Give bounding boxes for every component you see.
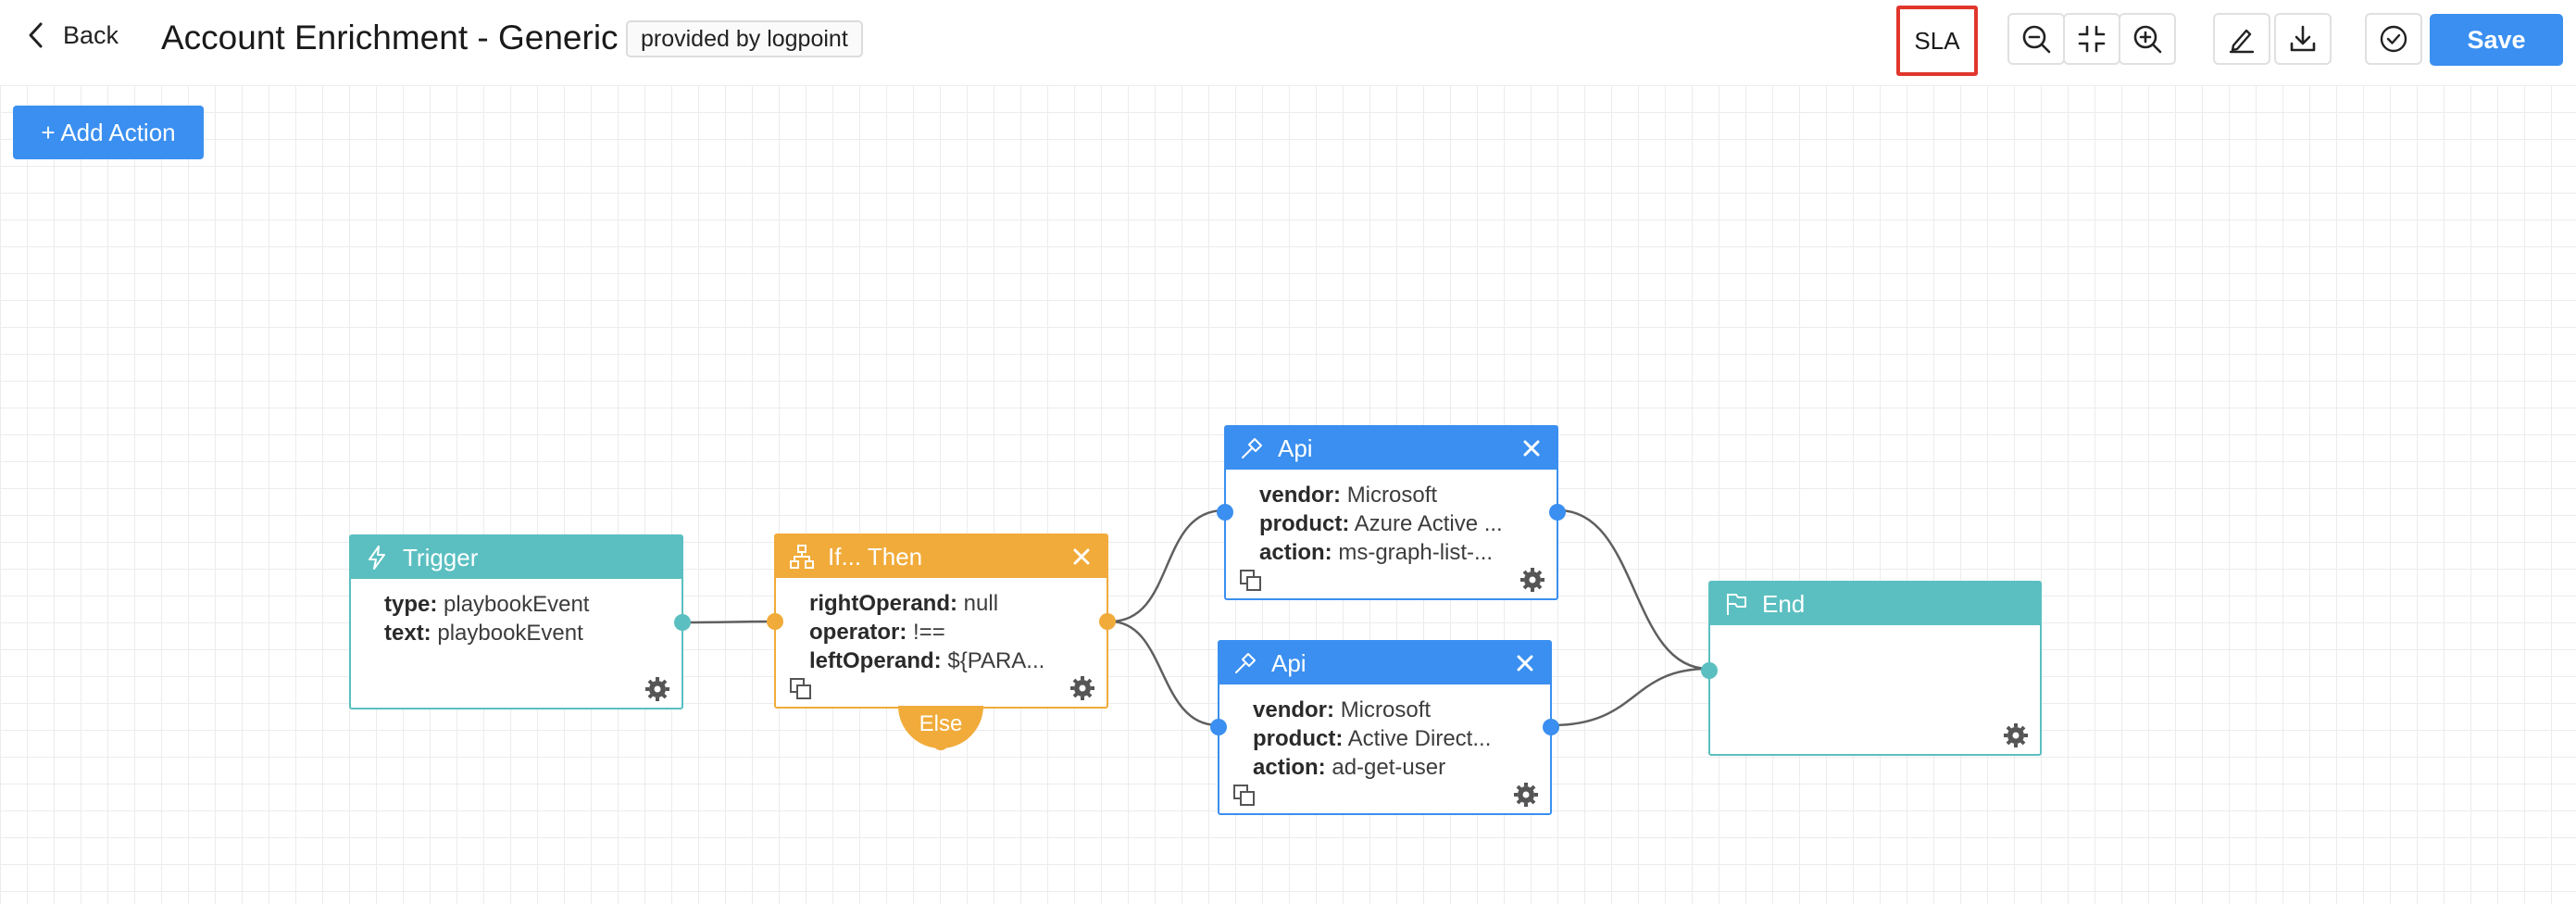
field-key: product: xyxy=(1253,726,1344,751)
field-row: type: playbookEvent xyxy=(384,590,682,619)
output-port[interactable] xyxy=(1099,613,1116,630)
api-node-header[interactable]: Api xyxy=(1219,642,1550,684)
api-node-active-directory[interactable]: Api vendor: Microsoft product: Active Di… xyxy=(1210,640,1559,815)
field-key: rightOperand: xyxy=(809,591,957,616)
field-row: action: ms-graph-list-... xyxy=(1259,538,1557,567)
provided-by-badge: provided by logpoint xyxy=(626,20,863,57)
check-circle-icon xyxy=(2380,25,2407,53)
zoom-in-icon xyxy=(2133,25,2162,54)
zoom-out-icon xyxy=(2022,25,2051,54)
input-port[interactable] xyxy=(767,613,783,630)
copy-icon[interactable] xyxy=(789,677,813,701)
output-port[interactable] xyxy=(674,614,691,631)
field-key: type: xyxy=(384,592,438,617)
field-value: ${PARA... xyxy=(947,648,1045,673)
sla-label: SLA xyxy=(1914,27,1960,55)
close-icon[interactable] xyxy=(1068,543,1095,571)
field-key: action: xyxy=(1253,755,1326,780)
input-port[interactable] xyxy=(1210,719,1227,735)
api-node-title: Api xyxy=(1271,648,1307,677)
if-then-node[interactable]: If... Then rightOperand: null operator: … xyxy=(767,534,1116,709)
download-icon xyxy=(2290,25,2316,52)
end-node-header[interactable]: End xyxy=(1710,583,2040,625)
field-value: playbookEvent xyxy=(444,592,590,617)
chevron-left-icon xyxy=(29,22,43,48)
fit-view-button[interactable] xyxy=(2063,13,2120,65)
field-key: action: xyxy=(1259,540,1332,565)
api-node-title: Api xyxy=(1278,433,1313,462)
flag-icon xyxy=(1727,594,1746,615)
trigger-node-title: Trigger xyxy=(403,543,479,571)
hierarchy-icon xyxy=(790,545,814,569)
field-value: Active Direct... xyxy=(1347,726,1492,751)
trigger-node-header[interactable]: Trigger xyxy=(351,536,682,579)
field-row: vendor: Microsoft xyxy=(1253,696,1550,724)
field-row: product: Active Direct... xyxy=(1253,724,1550,753)
output-port[interactable] xyxy=(1543,719,1559,735)
copy-icon[interactable] xyxy=(1232,784,1257,808)
save-button[interactable]: Save xyxy=(2430,14,2563,66)
field-key: vendor: xyxy=(1253,697,1335,722)
else-port[interactable] xyxy=(932,734,949,750)
field-row: product: Azure Active ... xyxy=(1259,509,1557,538)
if-then-node-header[interactable]: If... Then xyxy=(776,535,1107,578)
field-value: Microsoft xyxy=(1340,697,1432,722)
field-row: action: ad-get-user xyxy=(1253,753,1550,782)
collapse-icon xyxy=(2078,25,2106,53)
trigger-node[interactable]: Trigger type: playbookEvent text: playbo… xyxy=(349,534,691,709)
field-row: operator: !== xyxy=(809,618,1107,647)
input-port[interactable] xyxy=(1701,662,1718,679)
copy-icon[interactable] xyxy=(1239,569,1263,593)
field-row: vendor: Microsoft xyxy=(1259,481,1557,509)
field-key: vendor: xyxy=(1259,483,1342,508)
back-label: Back xyxy=(63,20,119,49)
edit-button[interactable] xyxy=(2213,13,2270,65)
field-row: rightOperand: null xyxy=(809,589,1107,618)
field-value: !== xyxy=(913,620,945,645)
api-node-azure[interactable]: Api vendor: Microsoft product: Azure Act… xyxy=(1217,425,1566,600)
edit-icon xyxy=(2229,29,2255,54)
if-then-node-title: If... Then xyxy=(828,542,923,571)
gear-icon[interactable] xyxy=(644,676,670,702)
field-value: Microsoft xyxy=(1346,483,1438,508)
field-key: operator: xyxy=(809,620,907,645)
api-node-body: vendor: Microsoft product: Active Direct… xyxy=(1219,684,1550,782)
zoom-in-button[interactable] xyxy=(2119,13,2176,65)
field-key: product: xyxy=(1259,511,1350,536)
field-row: leftOperand: ${PARA... xyxy=(809,647,1107,675)
end-node[interactable]: End xyxy=(1701,581,2042,756)
field-value: ms-graph-list-... xyxy=(1338,540,1494,565)
back-button[interactable]: Back xyxy=(26,20,119,50)
close-icon[interactable] xyxy=(1518,434,1545,462)
api-node-body: vendor: Microsoft product: Azure Active … xyxy=(1226,470,1557,567)
gear-icon[interactable] xyxy=(2003,722,2029,748)
top-bar: Back Account Enrichment - Generic provid… xyxy=(0,0,2576,85)
field-key: leftOperand: xyxy=(809,648,942,673)
field-key: text: xyxy=(384,621,431,646)
end-node-title: End xyxy=(1762,589,1806,618)
input-port[interactable] xyxy=(1217,504,1233,521)
field-row: text: playbookEvent xyxy=(384,619,682,647)
gear-icon[interactable] xyxy=(1513,782,1539,808)
field-value: Azure Active ... xyxy=(1354,511,1503,536)
close-icon[interactable] xyxy=(1511,649,1539,677)
field-value: ad-get-user xyxy=(1332,755,1446,780)
api-node-header[interactable]: Api xyxy=(1226,427,1557,470)
gear-icon[interactable] xyxy=(1069,675,1095,701)
gear-icon[interactable] xyxy=(1519,567,1545,593)
zoom-out-button[interactable] xyxy=(2007,13,2065,65)
if-then-node-body: rightOperand: null operator: !== leftOpe… xyxy=(776,578,1107,675)
plug-icon xyxy=(1242,438,1262,458)
field-value: null xyxy=(963,591,999,616)
trigger-node-body: type: playbookEvent text: playbookEvent xyxy=(351,579,682,647)
sla-button[interactable]: SLA xyxy=(1896,6,1978,76)
plug-icon xyxy=(1235,653,1256,673)
lightning-icon xyxy=(369,546,385,570)
output-port[interactable] xyxy=(1549,504,1566,521)
validate-button[interactable] xyxy=(2365,13,2422,65)
field-value: playbookEvent xyxy=(437,621,583,646)
download-button[interactable] xyxy=(2274,13,2332,65)
page-title: Account Enrichment - Generic xyxy=(161,19,619,56)
add-action-button[interactable]: + Add Action xyxy=(13,106,204,159)
